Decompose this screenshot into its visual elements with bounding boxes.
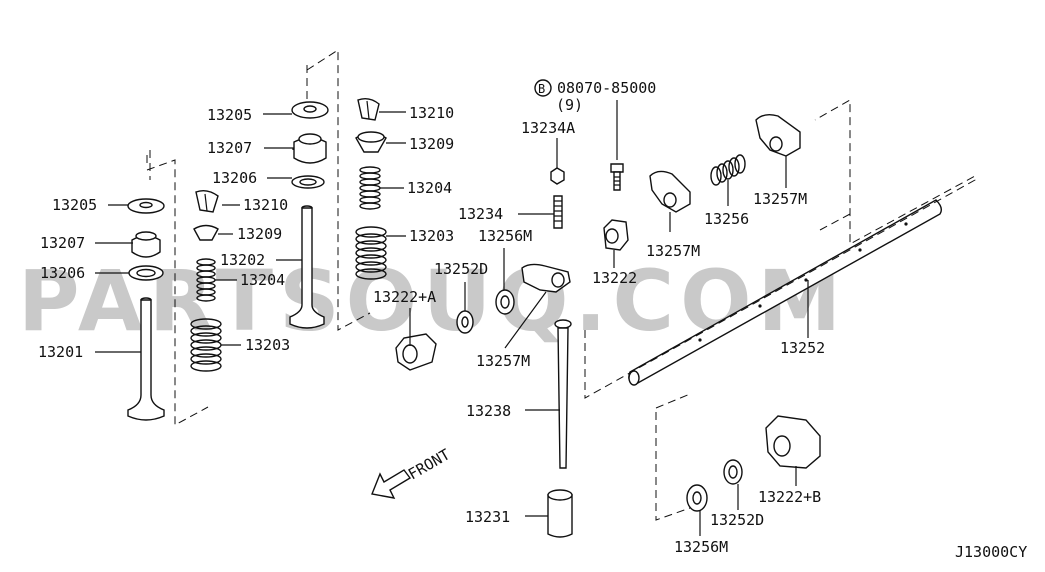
- left-valve-assembly: [127, 150, 209, 426]
- label-13204: 13204: [407, 179, 452, 197]
- label-13252D: 13252D: [710, 511, 764, 529]
- spring-upper-seat-icon: [193, 224, 219, 241]
- valve-lifter-icon: [547, 494, 573, 538]
- label-13204: 13204: [240, 271, 285, 289]
- label-13257M: 13257M: [646, 242, 700, 260]
- lower-bracket-set: [655, 393, 821, 521]
- bolt-quantity: (9): [556, 96, 583, 114]
- label-13210: 13210: [409, 104, 454, 122]
- front-label: FRONT: [405, 445, 453, 483]
- label-13222: 13222: [592, 269, 637, 287]
- label-13203: 13203: [245, 336, 290, 354]
- bolt-callout: B 08070-85000 (9): [534, 79, 656, 160]
- push-rod-icon: [554, 319, 572, 329]
- label-13206: 13206: [40, 264, 85, 282]
- diagram-code: J13000CY: [955, 543, 1027, 561]
- label-13234A: 13234A: [521, 119, 575, 137]
- label-13201: 13201: [38, 343, 83, 361]
- front-direction-indicator: FRONT: [371, 445, 453, 499]
- label-13256: 13256: [704, 210, 749, 228]
- rocker-shaft: [584, 99, 976, 399]
- bolt-part-number: 08070-85000: [557, 79, 656, 97]
- middle-valve-assembly: [289, 49, 371, 331]
- label-13207: 13207: [40, 234, 85, 252]
- label-13256M: 13256M: [478, 227, 532, 245]
- part-labels: 13205 13207 13206 13201 13205 13207 1320…: [38, 104, 1027, 561]
- label-13231: 13231: [465, 508, 510, 526]
- valve-collet-icon: [195, 189, 219, 213]
- rocker-arm-icon: [755, 113, 801, 157]
- label-13257M: 13257M: [476, 352, 530, 370]
- rocker-adjuster-parts: [395, 163, 629, 371]
- rocker-shaft-spring-icon: [710, 154, 746, 186]
- adjust-screw-icon: [553, 195, 563, 229]
- rocker-arm-icon: [649, 170, 691, 213]
- label-13205: 13205: [207, 106, 252, 124]
- label-13222-A: 13222+A: [373, 288, 436, 306]
- label-13257M: 13257M: [753, 190, 807, 208]
- label-13210: 13210: [243, 196, 288, 214]
- right-rocker-parts: [649, 113, 801, 213]
- push-rod-and-lifter: [547, 319, 573, 538]
- label-13222-B: 13222+B: [758, 488, 821, 506]
- leader-lines: [95, 111, 809, 536]
- front-arrow-icon: [371, 469, 412, 499]
- left-spring-assembly: [190, 189, 222, 372]
- inner-valve-spring-icon: [359, 166, 381, 210]
- label-13207: 13207: [207, 139, 252, 157]
- label-13209: 13209: [237, 225, 282, 243]
- outer-valve-spring-icon: [355, 226, 387, 280]
- label-13203: 13203: [409, 227, 454, 245]
- label-13202: 13202: [220, 251, 265, 269]
- label-13209: 13209: [409, 135, 454, 153]
- adjust-nut-icon: [550, 167, 565, 185]
- label-13234: 13234: [458, 205, 503, 223]
- middle-spring-assembly: [355, 97, 387, 280]
- label-13252D: 13252D: [434, 260, 488, 278]
- bolt-marker-letter: B: [538, 82, 545, 96]
- label-13205: 13205: [52, 196, 97, 214]
- label-13206: 13206: [212, 169, 257, 187]
- label-13238: 13238: [466, 402, 511, 420]
- bolt-marker-circle: [534, 79, 552, 97]
- label-13256M: 13256M: [674, 538, 728, 556]
- label-13252: 13252: [780, 339, 825, 357]
- inner-valve-spring-icon: [196, 258, 216, 302]
- bolt-icon: [610, 163, 624, 173]
